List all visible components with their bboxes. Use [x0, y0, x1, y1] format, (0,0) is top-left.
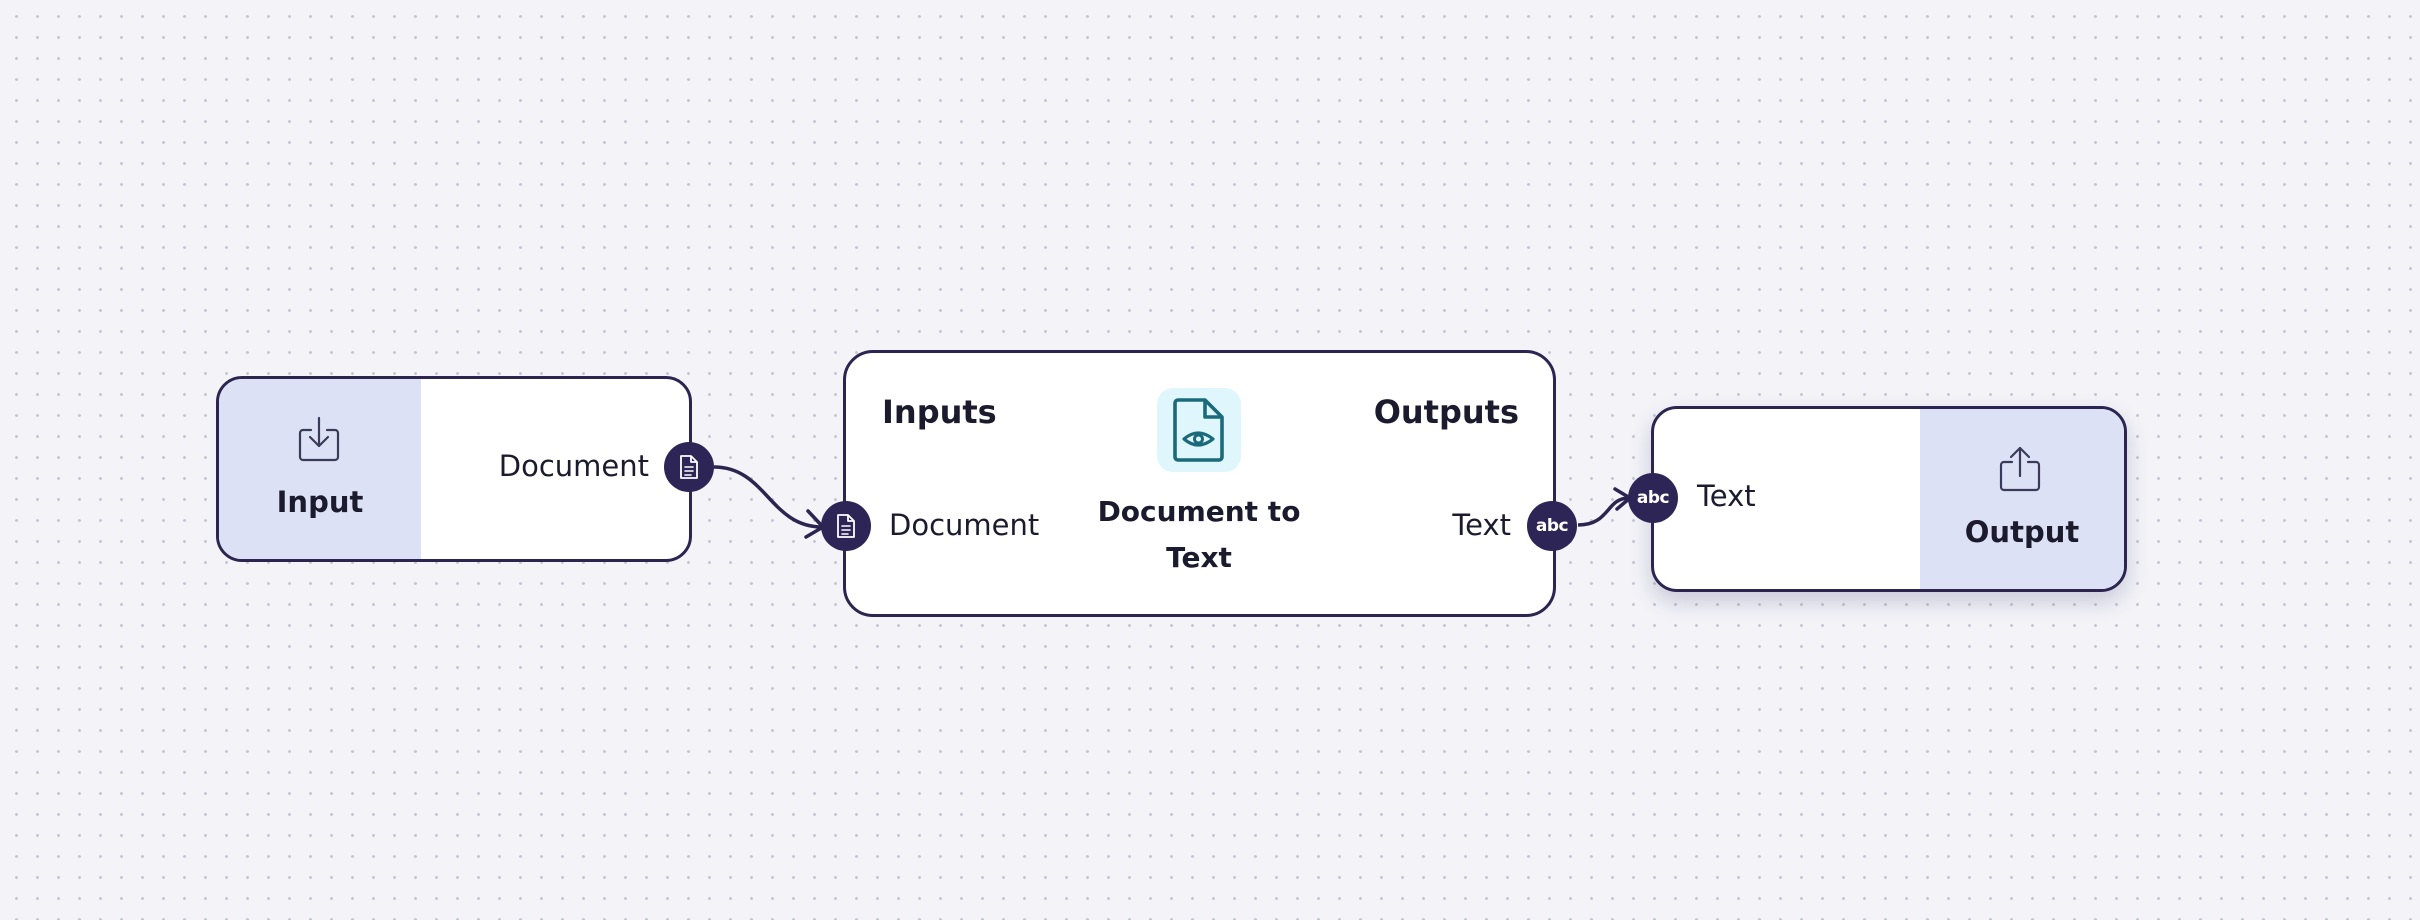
output-node-port-label: Text [1697, 479, 1756, 513]
input-node-document-port[interactable] [664, 442, 714, 492]
download-tray-icon [298, 416, 340, 462]
input-node-port-label: Document [498, 449, 649, 483]
output-node-title: Output [1964, 515, 2080, 549]
convert-output-port-label: Text [1452, 508, 1511, 542]
document-eye-icon [1173, 398, 1224, 462]
output-node-panel: Output [1920, 409, 2124, 589]
document-to-text-title: Document to Text [1076, 489, 1322, 581]
input-node-title: Input [276, 485, 364, 519]
output-node-text-port[interactable]: abc [1628, 473, 1678, 523]
title-line-1: Document to [1097, 495, 1301, 528]
upload-tray-icon [1999, 446, 2041, 492]
title-line-2: Text [1166, 541, 1232, 574]
text-type-badge: abc [1535, 516, 1569, 536]
inputs-heading: Inputs [882, 393, 997, 431]
text-type-badge: abc [1636, 488, 1670, 508]
input-node-panel: Input [219, 379, 421, 559]
wire-text[interactable] [1577, 496, 1630, 527]
document-icon [680, 455, 698, 479]
output-node[interactable]: Text Output [1651, 406, 2127, 592]
outputs-heading: Outputs [1373, 393, 1519, 431]
document-icon [837, 514, 855, 538]
convert-document-port[interactable] [821, 501, 871, 551]
document-to-text-icon-tile [1157, 388, 1241, 472]
wire-document[interactable] [713, 465, 823, 529]
input-node[interactable]: Input Document [216, 376, 692, 562]
document-to-text-node[interactable]: Inputs Outputs Document to Text Document… [843, 350, 1556, 617]
convert-input-port-label: Document [889, 508, 1040, 542]
convert-text-port[interactable]: abc [1527, 501, 1577, 551]
